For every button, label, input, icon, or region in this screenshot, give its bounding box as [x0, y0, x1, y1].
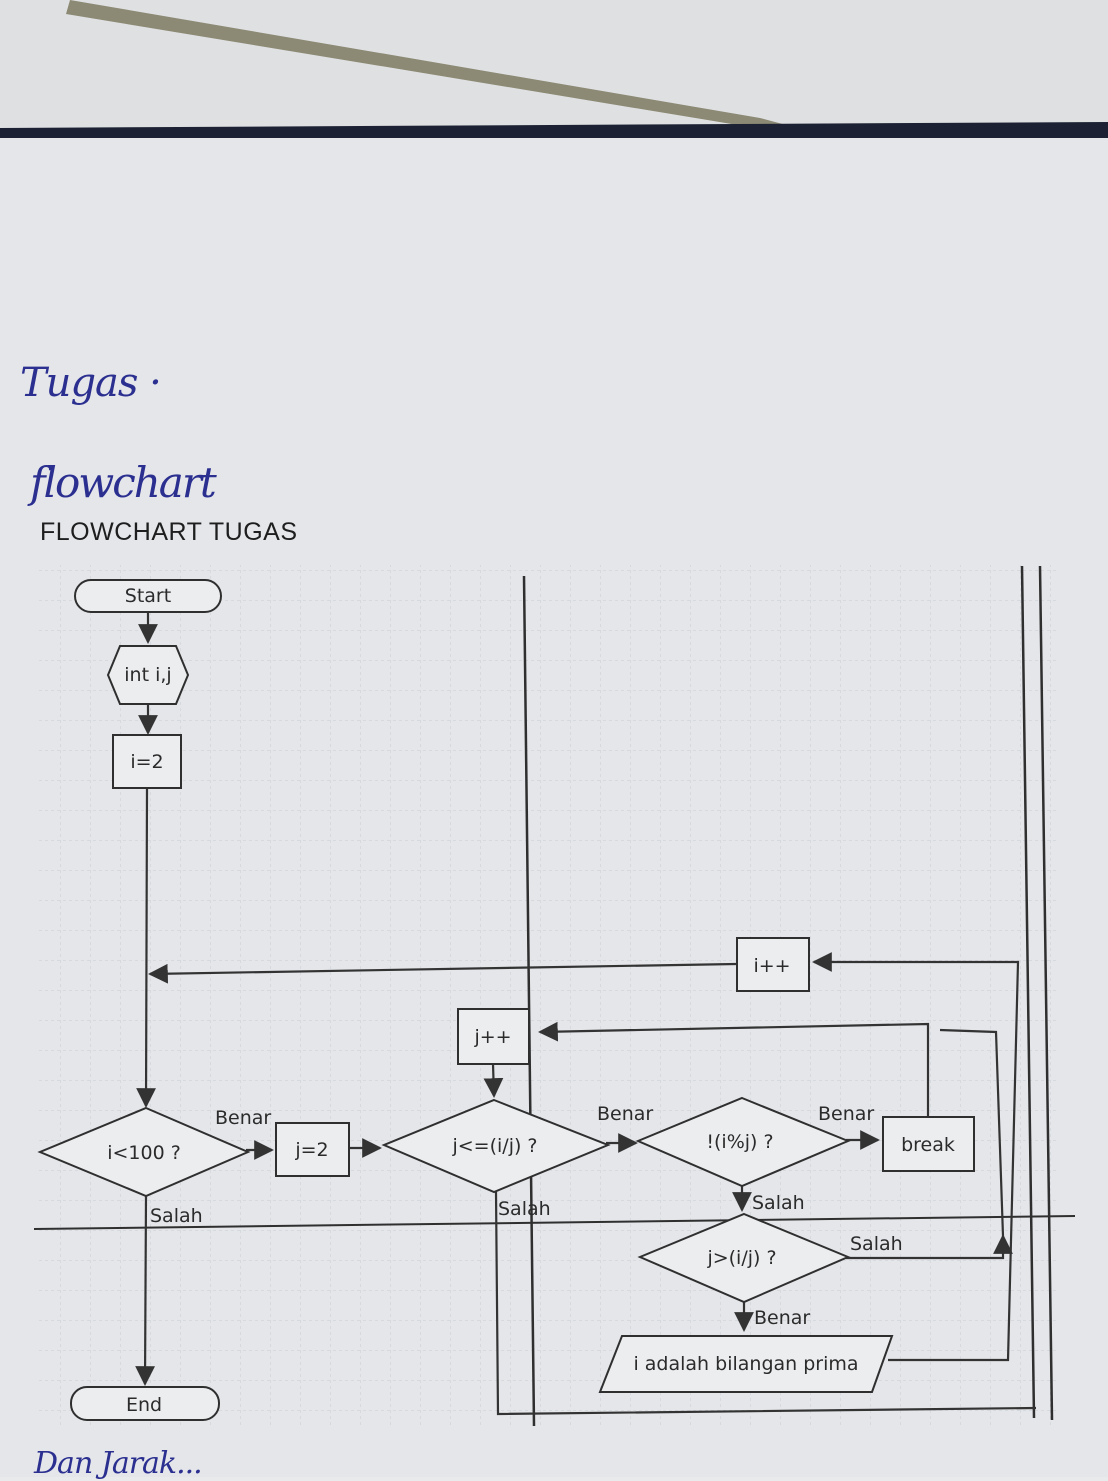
- label-init-i: i=2: [130, 751, 163, 773]
- edge-label-cond-i-false: Salah: [150, 1205, 203, 1227]
- edge-label-cond-prime-true: Benar: [754, 1307, 810, 1329]
- label-inc-j: j++: [473, 1026, 511, 1048]
- label-end: End: [126, 1394, 162, 1416]
- label-start: Start: [125, 585, 171, 607]
- label-cond-mod: !(i%j) ?: [706, 1131, 773, 1153]
- flowchart-title: FLOWCHART TUGAS: [40, 518, 298, 547]
- handwritten-title: Tugas ·: [20, 360, 161, 406]
- handwritten-subtitle: flowchart: [30, 458, 215, 507]
- handwritten-bottom-note: Dan Jarak...: [34, 1446, 202, 1481]
- label-break: break: [901, 1134, 955, 1156]
- label-output: i adalah bilangan prima: [633, 1353, 858, 1375]
- label-init-j: j=2: [294, 1139, 328, 1161]
- label-cond-i: i<100 ?: [107, 1142, 181, 1164]
- printed-grid: [36, 565, 1056, 1425]
- edge-label-cond-mod-false: Salah: [752, 1192, 805, 1214]
- edge-label-cond-i-true: Benar: [215, 1107, 271, 1129]
- label-declare: int i,j: [124, 664, 171, 686]
- label-cond-prime: j>(i/j) ?: [706, 1247, 776, 1269]
- edge-cond-i-end: [145, 1196, 146, 1384]
- edge-label-cond-j-false: Salah: [498, 1198, 551, 1220]
- edge-label-cond-j-true: Benar: [597, 1103, 653, 1125]
- edge-label-cond-mod-true: Benar: [818, 1103, 874, 1125]
- label-inc-i: i++: [753, 955, 790, 977]
- edge-init-i-cond-i: [146, 788, 147, 1106]
- edge-inc-j-cond-j: [493, 1064, 494, 1096]
- label-cond-j: j<=(i/j) ?: [451, 1135, 537, 1157]
- edge-label-cond-prime-false: Salah: [850, 1233, 903, 1255]
